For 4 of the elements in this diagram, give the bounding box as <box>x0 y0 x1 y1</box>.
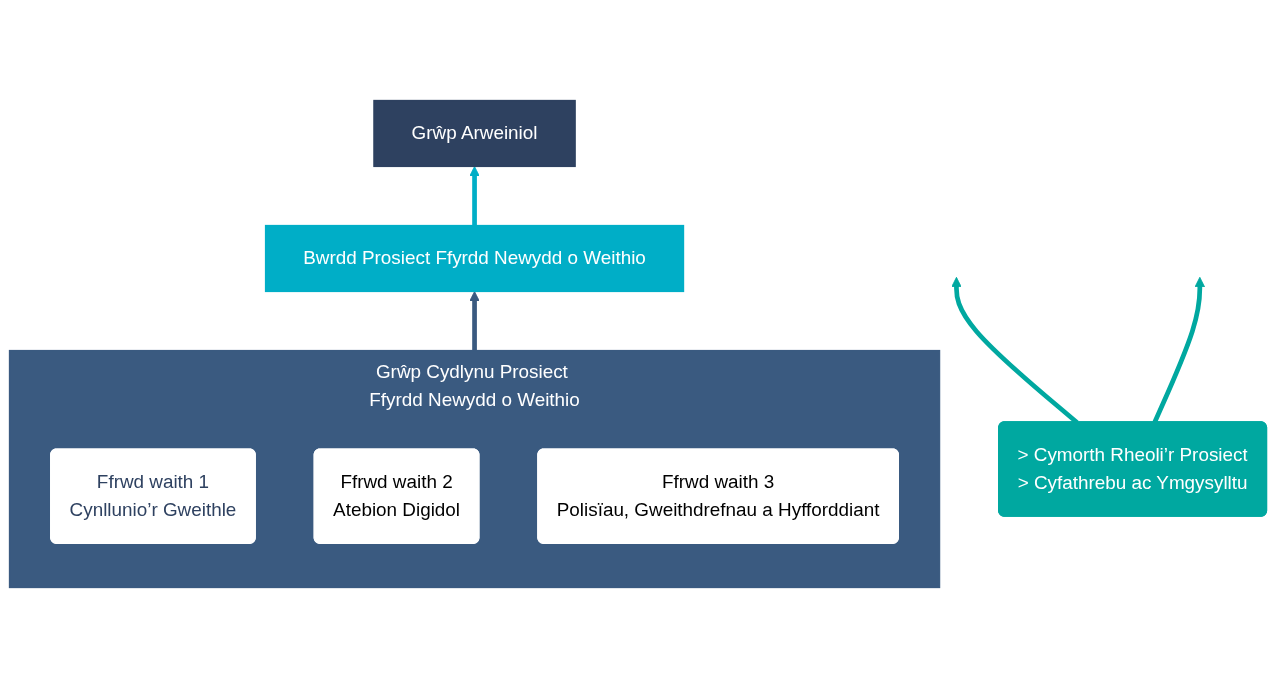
node-box: Bwrdd Prosiect Ffyrdd Newydd o Weithio <box>264 224 685 293</box>
arrow <box>469 166 480 226</box>
node-box: Grŵp Arweiniol <box>373 99 576 168</box>
arrow <box>469 291 480 351</box>
